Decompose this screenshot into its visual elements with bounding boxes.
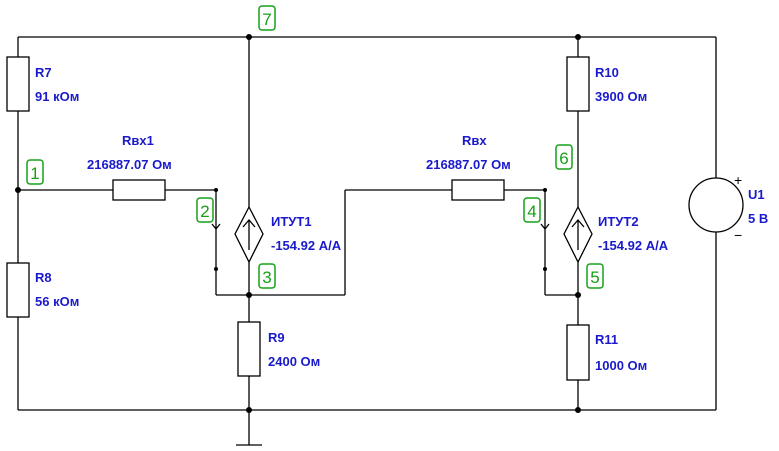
u1-name: U1 — [748, 187, 765, 202]
itut2-name: ИТУТ2 — [598, 214, 639, 229]
junctions — [15, 34, 581, 413]
itut2-value: -154.92 А/А — [598, 238, 669, 253]
r9-value: 2400 Ом — [268, 354, 320, 369]
node-label-6: 6 — [559, 149, 568, 168]
node-label-1: 1 — [30, 164, 39, 183]
node-badge-1: 1 — [26, 159, 44, 185]
rvx1-name: Rвх1 — [122, 133, 154, 148]
current-source-itut1[interactable] — [234, 205, 264, 264]
sense-port-2 — [540, 223, 550, 269]
r10-name: R10 — [595, 65, 619, 80]
rvx-value: 216887.07 Ом — [426, 157, 511, 172]
node-badge-4: 4 — [523, 197, 541, 223]
rvx1-value: 216887.07 Ом — [87, 157, 172, 172]
u1-plus-sign: + — [734, 172, 742, 188]
r7-name: R7 — [35, 65, 52, 80]
node-badge-7: 7 — [258, 5, 276, 31]
u1-value: 5 В — [748, 211, 768, 226]
rvx-name: Rвх — [462, 133, 487, 148]
itut1-name: ИТУТ1 — [271, 214, 312, 229]
r7-value: 91 кОм — [35, 89, 79, 104]
r10-value: 3900 Ом — [595, 89, 647, 104]
r8-name: R8 — [35, 270, 52, 285]
resistor-r11[interactable] — [566, 324, 590, 381]
resistor-rvx1[interactable] — [112, 179, 166, 201]
resistor-r10[interactable] — [566, 56, 590, 112]
resistor-rvx[interactable] — [451, 179, 505, 201]
node-label-3: 3 — [262, 268, 271, 287]
r11-name: R11 — [595, 332, 618, 347]
r11-value: 1000 Ом — [595, 358, 647, 373]
itut1-value: -154.92 А/А — [271, 238, 342, 253]
resistor-r7[interactable] — [6, 56, 30, 112]
node-badge-2: 2 — [196, 197, 214, 223]
voltage-source-u1[interactable]: + − — [688, 172, 744, 243]
node-label-4: 4 — [527, 202, 536, 221]
node-badge-5: 5 — [586, 263, 604, 289]
r9-name: R9 — [268, 330, 285, 345]
node-badge-6: 6 — [555, 144, 573, 170]
node-label-5: 5 — [590, 268, 599, 287]
resistor-r8[interactable] — [6, 262, 30, 318]
r8-value: 56 кОм — [35, 294, 79, 309]
sense-port-1 — [211, 223, 221, 269]
node-label-7: 7 — [262, 10, 271, 29]
node-badge-3: 3 — [258, 263, 276, 289]
wires — [17, 36, 717, 446]
u1-minus-sign: − — [734, 227, 742, 243]
current-source-itut2[interactable] — [563, 205, 593, 264]
node-label-2: 2 — [200, 202, 209, 221]
resistor-r9[interactable] — [237, 321, 261, 377]
